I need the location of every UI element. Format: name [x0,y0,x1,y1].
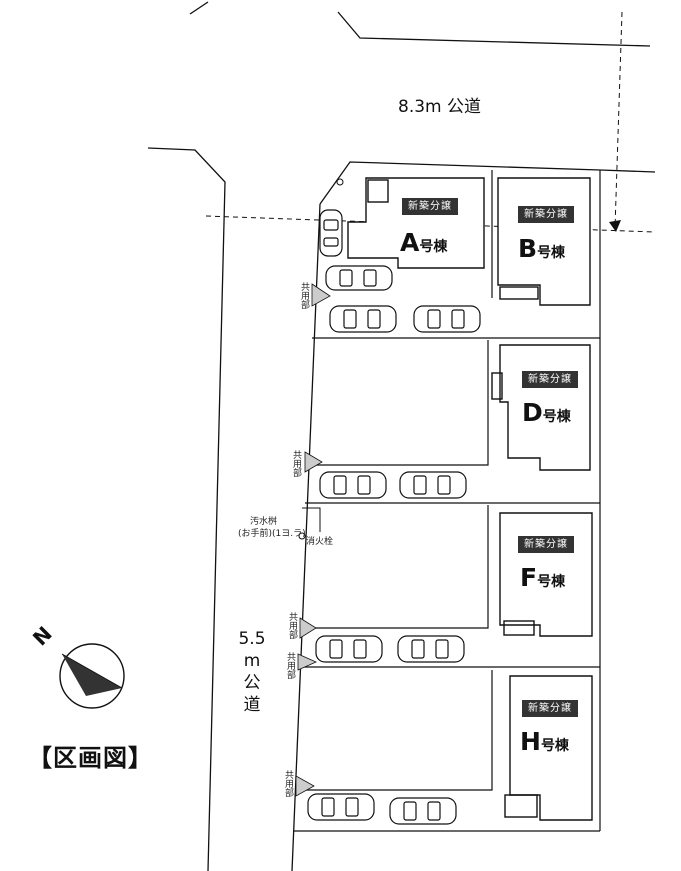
car-2 [325,265,393,291]
road-edge-north-top-right [337,11,651,47]
car-9 [307,793,375,821]
entrance-marker-1 [311,283,331,307]
car-10 [389,797,457,825]
fire-note: (お手前)(1ヨ.ラ) [238,529,306,539]
lot-d-inner [308,340,489,466]
car-6 [399,471,467,499]
building-d-label: D号棟 [522,398,571,427]
building-f-label: F号棟 [520,563,566,592]
entrance-label-2: 共用部 [291,450,301,477]
west-road-label: 5.5 m 公 道 [238,629,266,715]
north-road-label: 8.3m 公道 [398,97,481,117]
building-a-annex [367,179,389,203]
sewer-box [302,507,321,532]
entrance-marker-5 [295,775,315,797]
entrance-label-4: 共用部 [285,652,295,679]
building-b-label: B号棟 [518,234,566,263]
building-h-label: H号棟 [520,727,569,756]
car-8 [397,635,465,663]
sewer-note: 汚水桝 [250,517,278,527]
entrance-label-1: 共用部 [299,282,309,309]
building-f-tag: 新築分譲 [518,536,574,553]
valve-circle [298,532,306,540]
dashed-line-vertical [614,11,623,229]
car-7 [315,635,383,663]
building-a-label: A号棟 [400,228,448,257]
car-5 [319,471,387,499]
entrance-marker-3 [299,617,317,639]
entrance-label-3: 共用部 [287,612,297,639]
lot-h-inner [298,670,493,791]
building-h-porch [504,794,538,818]
pump-note: 消火栓 [306,537,334,547]
entrance-markers [295,283,331,797]
building-b-porch [499,286,539,300]
dashed-line-horizontal [205,215,656,233]
building-f-porch [503,620,535,636]
lot-boundary-outline [319,161,656,205]
road-edge-north-top [189,1,209,15]
entrance-label-5: 共用部 [283,770,293,797]
car-4 [413,305,481,333]
car-3 [329,305,397,333]
lot-f-inner [304,505,489,629]
arrow-head [609,220,621,232]
building-d-tag: 新築分譲 [522,371,578,388]
road-edge-north-bottom [147,147,226,871]
entrance-marker-2 [304,451,323,473]
building-a-tag: 新築分譲 [402,198,458,215]
entrance-marker-4 [297,653,317,671]
car-1 [319,209,343,257]
building-h-tag: 新築分譲 [522,700,578,717]
plan-title: 【区画図】 [28,744,153,772]
compass [59,643,125,709]
hydrant-circle [336,178,344,186]
building-b-tag: 新築分譲 [518,206,574,223]
west-road-edge [291,203,321,871]
building-d-porch [491,372,503,400]
cars [307,209,481,825]
